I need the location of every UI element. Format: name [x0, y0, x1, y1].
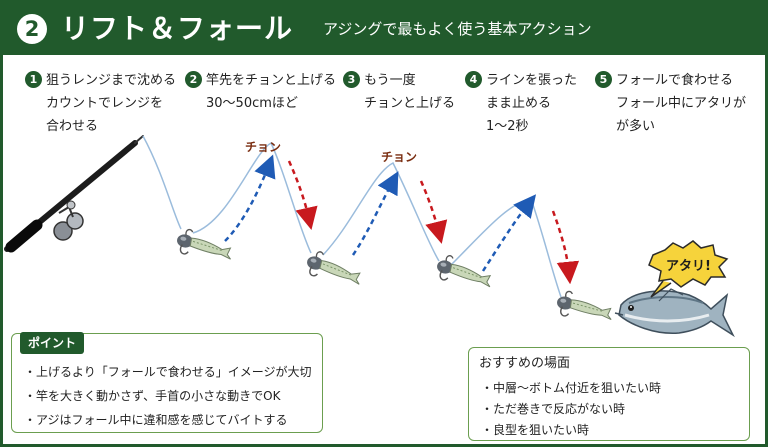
step-5-line-2: フォール中にアタリが	[616, 96, 747, 111]
step-3-line-2: チョンと上げる	[364, 96, 456, 111]
point-list: 上げるより「フォールで食わせる」イメージが大切 竿を大きく動かさず、手首の小さな…	[24, 360, 312, 432]
point-item: 竿を大きく動かさず、手首の小さな動きでOK	[24, 384, 312, 408]
step-5-line-1: フォールで食わせる	[616, 73, 734, 88]
fall-arrow-3	[551, 210, 580, 285]
point-item: アジはフォール中に違和感を感じてバイトする	[24, 408, 312, 432]
bite-label: アタリ!	[666, 259, 711, 274]
step-2-line-1: 竿先をチョンと上げる	[206, 73, 337, 88]
step-5-line-3: が多い	[616, 119, 656, 134]
step-4-line-2: まま止める	[486, 96, 552, 111]
lift-arrow-2	[351, 171, 399, 256]
chon-label-1: チョン	[245, 140, 281, 154]
fall-arrow-1	[287, 160, 318, 230]
step-2-line-2: 30～50cmほど	[206, 96, 298, 111]
step-4: 4 ラインを張った まま止める 1～2秒	[465, 69, 577, 138]
lure-position-2	[303, 248, 366, 288]
step-3-line-1: もう一度	[364, 73, 416, 88]
lift-arrow-1	[224, 154, 276, 242]
step-5: 5 フォールで食わせる フォール中にアタリが が多い	[595, 69, 746, 138]
step-3: 3 もう一度 チョンと上げる	[343, 69, 455, 115]
point-box: ポイント 上げるより「フォールで食わせる」イメージが大切 竿を大きく動かさず、手…	[11, 332, 323, 433]
bite-speech-bubble	[648, 240, 729, 298]
point-item: 上げるより「フォールで食わせる」イメージが大切	[24, 360, 312, 384]
chon-label-2: チョン	[381, 150, 417, 164]
title-number-badge: 2	[17, 14, 47, 44]
recommended-box: おすすめの場面 中層～ボトム付近を狙いたい時 ただ巻きで反応がない時 良型を狙い…	[468, 347, 750, 441]
step-4-line-3: 1～2秒	[486, 119, 529, 134]
step-2: 2 竿先をチョンと上げる 30～50cmほど	[185, 69, 336, 115]
action-diagram: チョン チョン アタリ!	[4, 135, 735, 338]
step-1: 1 狙うレンジまで沈める カウントでレンジを 合わせる	[25, 69, 176, 138]
fall-arrow-2	[419, 180, 448, 244]
fishing-line	[142, 135, 562, 298]
point-label: ポイント	[20, 332, 85, 354]
recommended-title: おすすめの場面	[479, 356, 571, 371]
step-1-line-3: 合わせる	[46, 119, 99, 134]
step-number-badge: 1	[25, 71, 42, 88]
lift-arrow-3	[481, 194, 537, 272]
recommended-item: ただ巻きで反応がない時	[481, 399, 661, 420]
step-number-badge: 4	[465, 71, 482, 88]
recommended-item: 良型を狙いたい時	[481, 420, 661, 441]
step-number-badge: 2	[185, 71, 202, 88]
step-1-line-2: カウントでレンジを	[46, 96, 164, 111]
lure-position-3	[433, 252, 496, 291]
page-title: リフト＆フォール	[61, 12, 294, 45]
recommended-item: 中層～ボトム付近を狙いたい時	[481, 378, 661, 399]
lure-position-1	[174, 227, 236, 263]
lure-position-4	[554, 289, 615, 324]
recommended-list: 中層～ボトム付近を狙いたい時 ただ巻きで反応がない時 良型を狙いたい時	[481, 378, 661, 441]
step-number-badge: 3	[343, 71, 360, 88]
page-subtitle: アジングで最もよく使う基本アクション	[323, 20, 592, 38]
step-number-badge: 5	[595, 71, 612, 88]
horse-mackerel-icon	[614, 288, 735, 338]
fishing-rod-icon	[4, 135, 144, 253]
step-4-line-1: ラインを張った	[486, 73, 578, 88]
step-1-line-1: 狙うレンジまで沈める	[46, 73, 177, 88]
title-bar: 2 リフト＆フォール アジングで最もよく使う基本アクション	[3, 3, 765, 55]
